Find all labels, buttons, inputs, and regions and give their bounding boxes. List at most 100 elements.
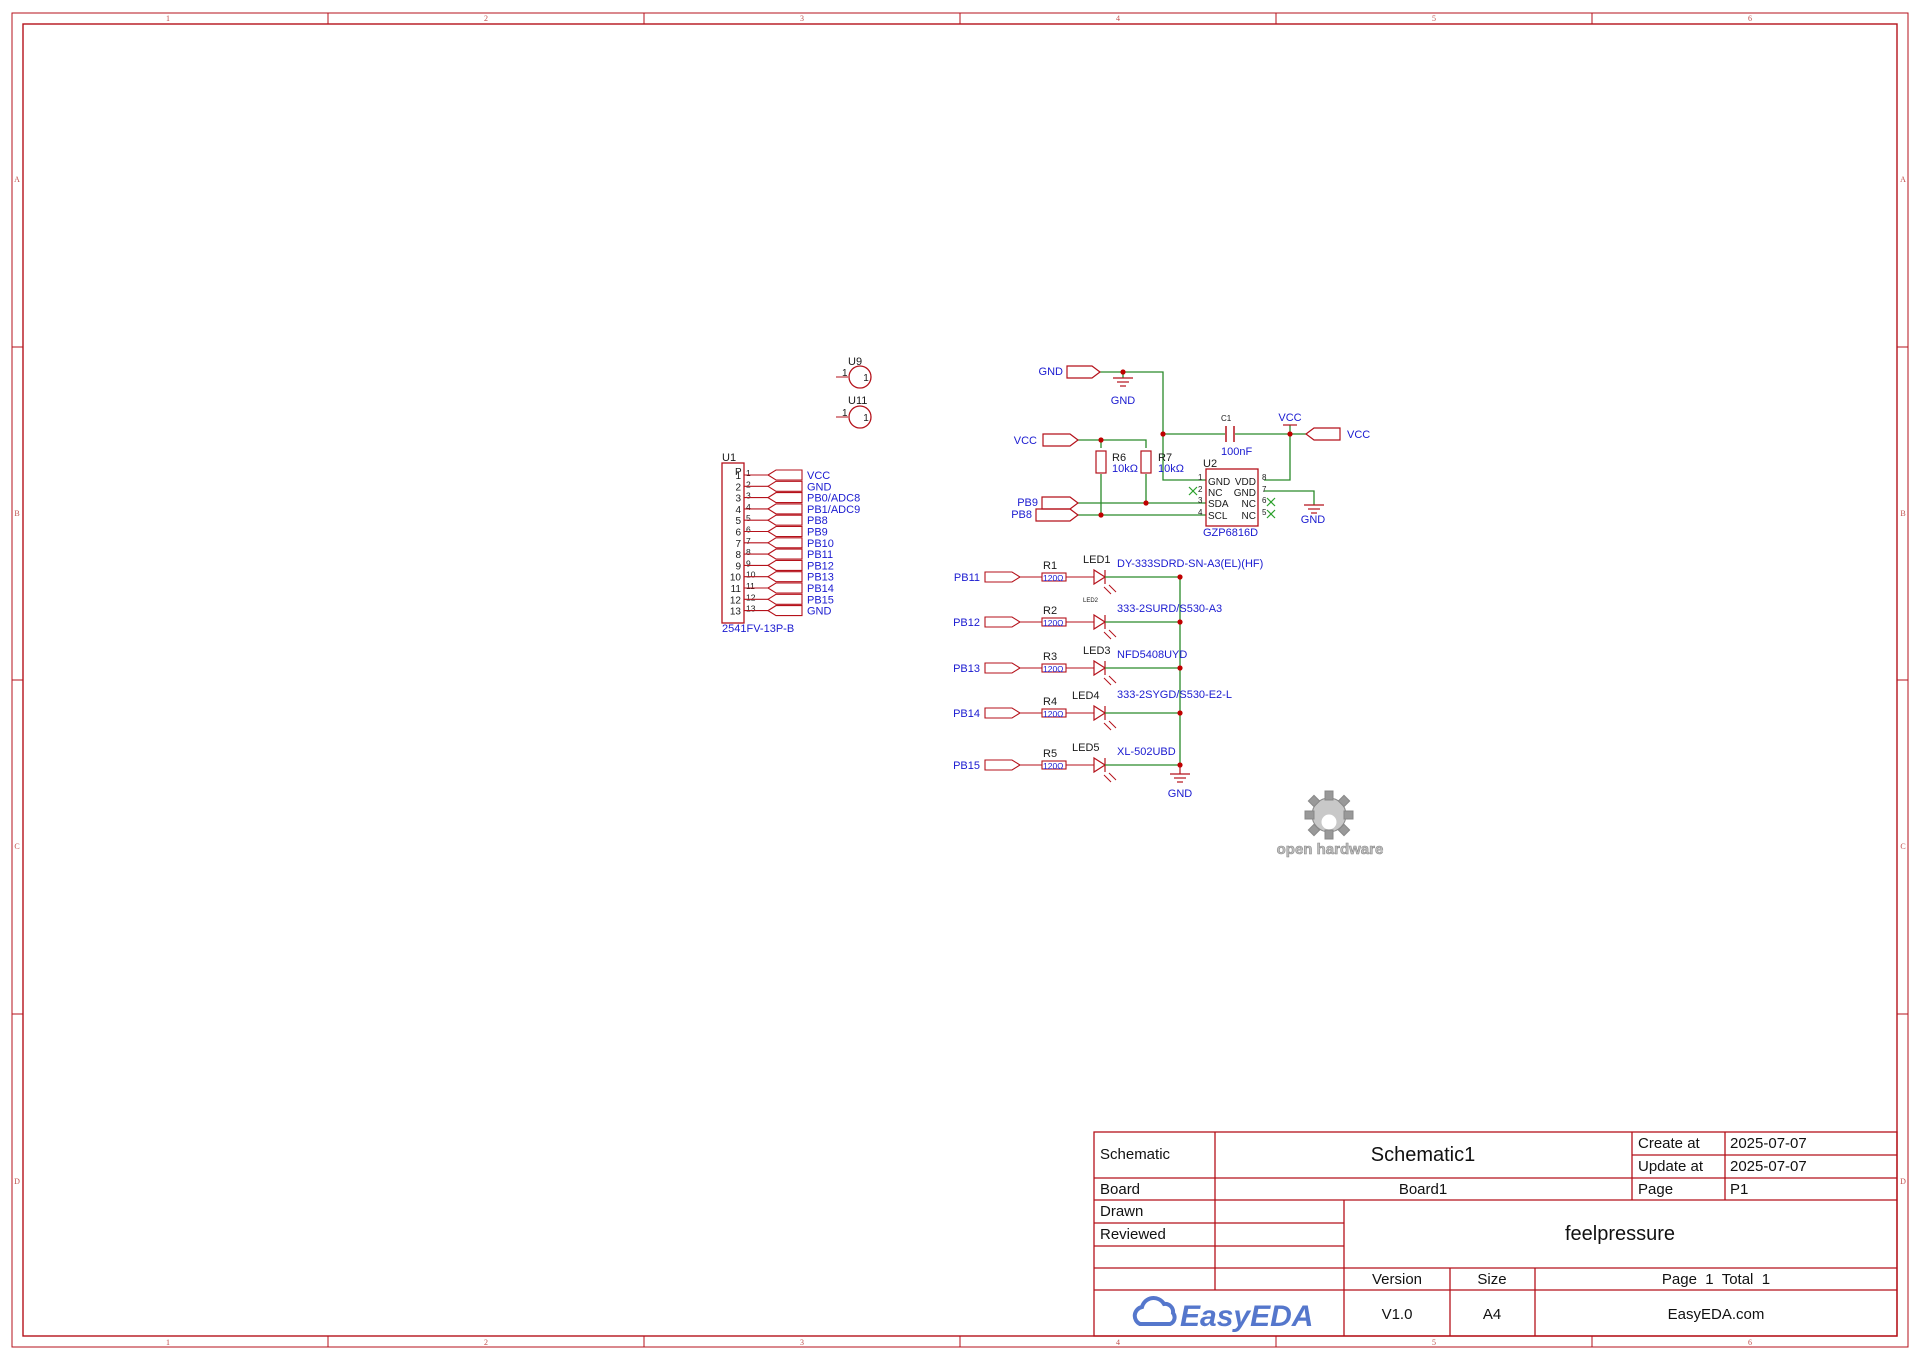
led-diode-icon[interactable] [1093, 613, 1107, 631]
u1-net-label: PB13 [807, 572, 834, 584]
zone-col-6-top: 6 [1748, 14, 1752, 23]
led-row-port-label: PB14 [953, 708, 980, 720]
led-part-number: NFD5408UYD [1117, 649, 1187, 661]
zone-col-3-bottom: 3 [800, 1338, 804, 1347]
oshw-text: open hardware [1277, 841, 1384, 858]
u9-label: 1 [863, 373, 869, 384]
led-emission-arrows-icon [1103, 675, 1117, 686]
gnd-port-top[interactable]: GND [1039, 365, 1101, 379]
tb-schematic-label: Schematic [1100, 1146, 1171, 1163]
led-part-number: XL-502UBD [1117, 746, 1176, 758]
u1-net-port[interactable] [766, 559, 803, 571]
gnd-symbol-u2-label: GND [1301, 514, 1326, 526]
led-row-resistor-ref: R1 [1043, 560, 1057, 572]
led-part-number: 333-2SYGD/S530-E2-L [1117, 689, 1232, 701]
led-emission-arrows-icon [1103, 772, 1117, 783]
u11-label: 1 [863, 413, 869, 424]
u1-net-port[interactable] [766, 480, 803, 492]
zone-col-5-bottom: 5 [1432, 1338, 1436, 1347]
led-part-number: DY-333SDRD-SN-A3(EL)(HF) [1117, 558, 1263, 570]
zone-col-4-bottom: 4 [1116, 1338, 1120, 1347]
u2-num-5: 5 [1262, 508, 1267, 517]
u2-num-7: 7 [1262, 485, 1267, 494]
capacitor-c1[interactable]: C1 100nF [1221, 414, 1252, 458]
pb9-port[interactable]: PB9 [1017, 496, 1079, 510]
no-connect-marks [1188, 486, 1276, 519]
u1-net-port[interactable] [766, 503, 803, 515]
u2-pin-right-1: VDD [1235, 477, 1256, 488]
led-row-resistor-ref: R2 [1043, 605, 1057, 617]
u2-pin-right-3: NC [1242, 499, 1256, 510]
led-diode-icon[interactable] [1093, 568, 1107, 586]
u1-net-port[interactable] [766, 593, 803, 605]
resistor-r6[interactable]: R6 10kΩ [1095, 450, 1138, 475]
u1-net-port[interactable] [766, 525, 803, 538]
led-diode-icon[interactable] [1093, 659, 1107, 677]
led-row-resistor-value: 120Ω [1043, 709, 1064, 719]
tb-page-total: Page 1 Total 1 [1662, 1271, 1770, 1288]
u1-net-label: GND [807, 481, 832, 493]
vcc-port-right[interactable]: VCC [1305, 427, 1370, 441]
u1-pin-number-right: 6 [746, 525, 751, 535]
led-row-port[interactable] [984, 707, 1022, 719]
led-row-port[interactable] [984, 571, 1022, 583]
u1-net-port[interactable] [766, 537, 803, 549]
pb9-port-label: PB9 [1017, 497, 1038, 509]
tb-page-label: Page [1638, 1181, 1673, 1198]
pb8-port[interactable]: PB8 [1011, 508, 1079, 522]
u1-net-port[interactable] [766, 582, 803, 594]
u1-net-port[interactable] [766, 571, 803, 583]
tb-schematic-name: Schematic1 [1371, 1144, 1476, 1166]
test-point-u9[interactable]: U9 1 1 [836, 356, 872, 389]
resistor-r7[interactable]: R7 10kΩ [1140, 450, 1184, 475]
gnd-symbol-top-label: GND [1111, 395, 1136, 407]
test-point-u11[interactable]: U11 1 1 [836, 395, 872, 429]
u1-net-port[interactable] [766, 469, 803, 481]
easyeda-logo: EasyEDA [1132, 1296, 1313, 1333]
u1-net-port[interactable] [766, 492, 803, 504]
zone-row-c-left: C [14, 842, 19, 851]
tb-drawn-label: Drawn [1100, 1203, 1143, 1220]
u9-ref: U9 [848, 356, 862, 368]
sensor-u2[interactable]: U2 GND NC SDA SCL VDD GND NC NC 1 2 3 4 … [1198, 458, 1267, 539]
led-row-port[interactable] [984, 616, 1022, 628]
r7-ref: R7 [1158, 452, 1172, 464]
led-ref: LED5 [1072, 742, 1100, 754]
u2-value: GZP6816D [1203, 527, 1258, 539]
tb-create-label: Create at [1638, 1135, 1701, 1152]
r7-value: 10kΩ [1158, 463, 1184, 475]
u1-pin-number-right: 4 [746, 502, 751, 512]
led-diode-icon[interactable] [1093, 756, 1107, 774]
u1-net-port[interactable] [766, 514, 803, 526]
gnd-symbol-leds [1170, 766, 1190, 783]
zone-row-a-left: A [14, 175, 20, 184]
led-row-port[interactable] [984, 759, 1022, 771]
u1-pin-number-right: 5 [746, 513, 751, 523]
u1-pin-number-left: 8 [735, 550, 741, 561]
led-emission-arrows-icon [1103, 720, 1117, 731]
led-diode-icon[interactable] [1093, 704, 1107, 722]
led-ref: LED3 [1083, 645, 1111, 657]
led-row-port[interactable] [984, 662, 1022, 674]
led-row-port-label: PB15 [953, 760, 980, 772]
u1-pin-number-left: 5 [735, 516, 741, 527]
u1-pin-number-left: 12 [730, 595, 742, 606]
u1-net-label: PB14 [807, 583, 834, 595]
tb-size-label: Size [1477, 1271, 1506, 1288]
u1-net-port[interactable] [766, 605, 803, 617]
u1-pin-number-right: 3 [746, 491, 751, 501]
u1-pin-number-left: 11 [731, 584, 742, 595]
zone-col-5-top: 5 [1432, 14, 1436, 23]
u2-pin-right-4: NC [1242, 511, 1256, 522]
u1-net-port[interactable] [766, 548, 803, 560]
vcc-port-left[interactable]: VCC [1014, 433, 1079, 447]
